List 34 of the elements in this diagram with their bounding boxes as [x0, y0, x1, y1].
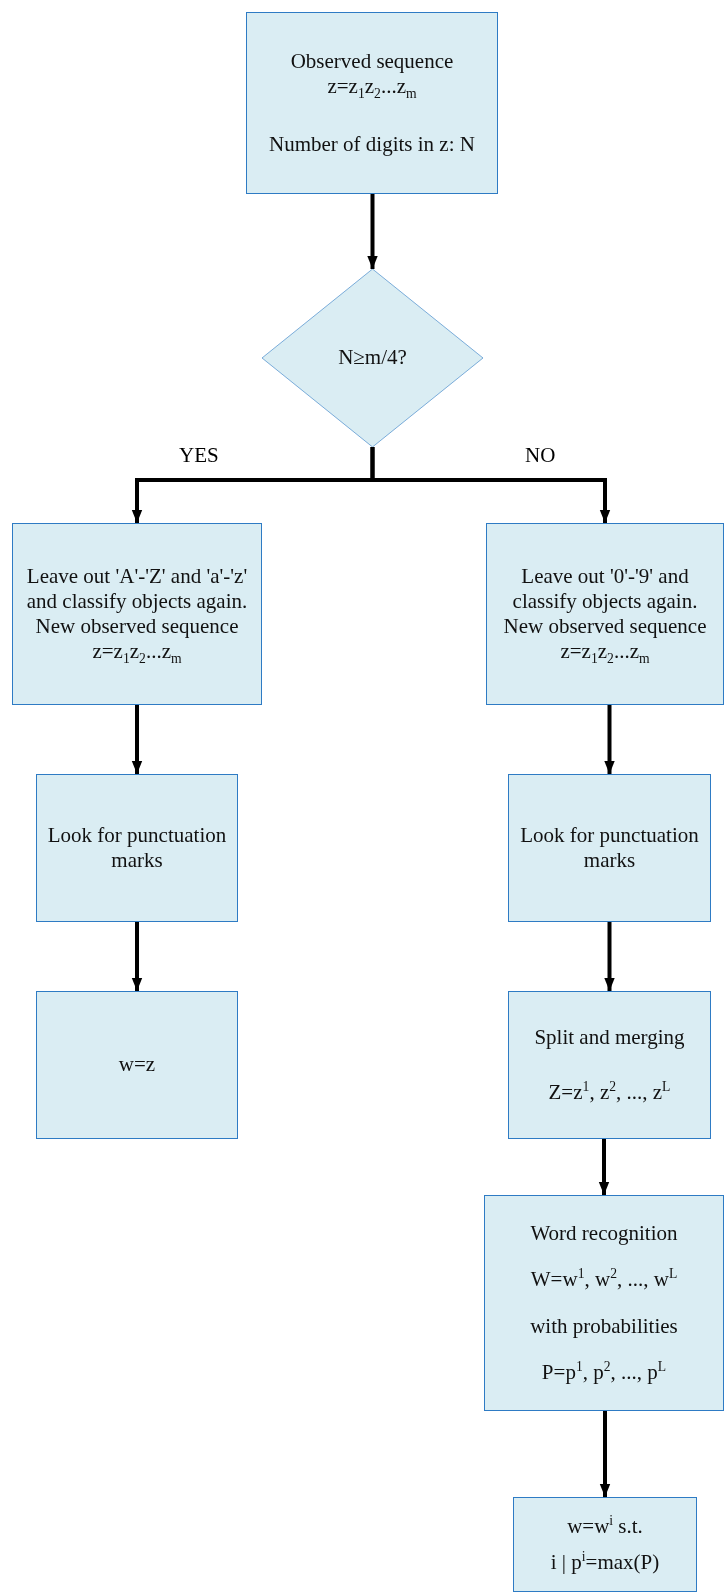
- node-text: N≥m/4?: [338, 345, 407, 371]
- node-text: Look for punctuation marks: [519, 822, 700, 874]
- process-box: [36, 774, 238, 922]
- process-box: [508, 991, 711, 1139]
- arrow: [370, 447, 611, 523]
- node-text: Look for punctuation marks: [46, 822, 228, 874]
- node-text: w=z: [118, 1052, 156, 1078]
- arrow: [367, 194, 378, 269]
- node-text: i | p$^{i}$=max(P): [550, 1550, 660, 1576]
- process-box: [246, 12, 498, 194]
- arrow: [131, 922, 143, 991]
- node-text: Observed sequence z=z$_{1}$z$_{2}$...z$_{m}$: [289, 49, 455, 100]
- node-text: Split and merging: [534, 1025, 685, 1051]
- node-text: W=w$^{1}$, w$^{2}$, ..., w$^{L}$: [530, 1267, 678, 1293]
- node-text: Z=z$^{1}$, z$^{2}$, ..., z$^{L}$: [548, 1079, 671, 1105]
- node-text: Leave out 'A'-'Z' and 'a'-'z' and classify objects again. New observed sequence z=z$_{1}$z$_{2}$...z$_{m}$: [25, 563, 249, 665]
- arrow: [598, 1139, 610, 1195]
- node-text: P=p$^{1}$, p$^{2}$, ..., p$^{L}$: [541, 1359, 667, 1385]
- process-box: [513, 1497, 697, 1592]
- process-box: [484, 1195, 724, 1411]
- node-text: Number of digits in z: N: [269, 131, 475, 157]
- process-box: [36, 991, 238, 1139]
- node-text: Leave out '0'-'9' and classify objects again. New observed sequence z=z$_{1}$z$_{2}$...z$_{m}$: [502, 563, 708, 665]
- node-text: Word recognition: [530, 1221, 678, 1247]
- decision-diamond: [262, 269, 483, 447]
- node-text: with probabilities: [530, 1313, 678, 1339]
- process-box: [486, 523, 724, 705]
- arrow: [599, 1411, 611, 1497]
- arrow: [604, 922, 615, 991]
- arrow: [131, 705, 143, 774]
- node-text: w=w$^{i}$ s.t.: [567, 1513, 643, 1539]
- process-box: [508, 774, 711, 922]
- process-box: [12, 523, 262, 705]
- arrow: [604, 705, 615, 774]
